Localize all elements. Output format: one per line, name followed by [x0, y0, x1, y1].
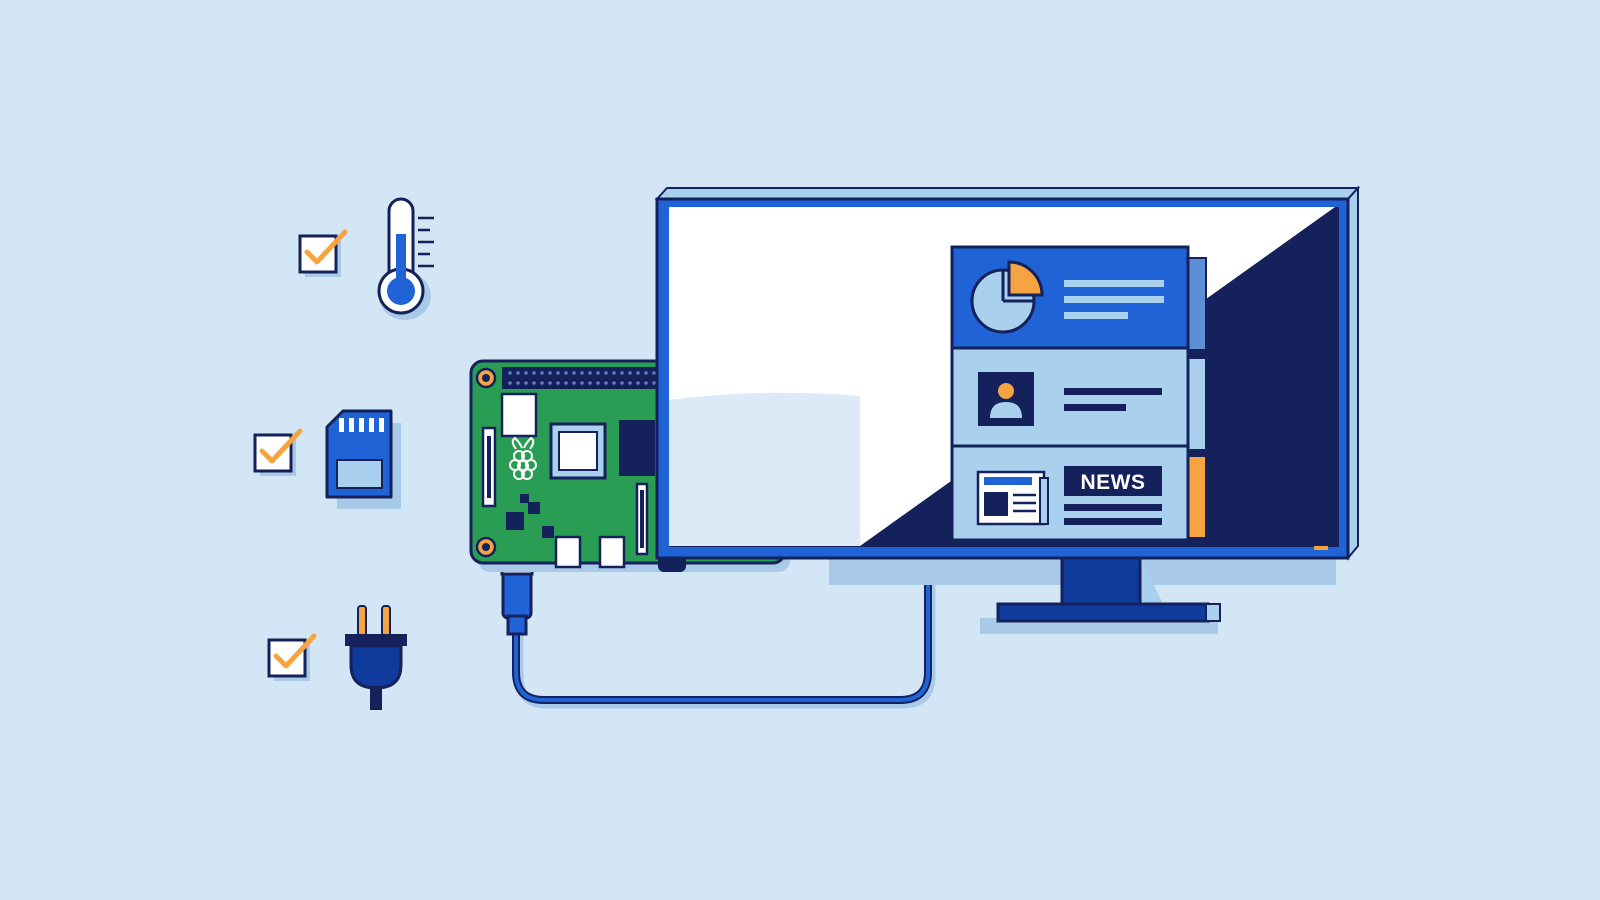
checkbox-checked[interactable]	[253, 428, 303, 476]
thermometer-icon	[377, 197, 434, 320]
micro-hdmi-ports	[554, 535, 626, 569]
checklist-item-sd-card	[253, 409, 401, 509]
dashboard-card-news: NEWS	[950, 444, 1207, 542]
dashboard-card-profile	[950, 346, 1207, 451]
checklist-item-power	[267, 605, 407, 710]
processor-chip	[549, 422, 607, 480]
power-led	[1314, 546, 1328, 550]
checkbox-checked[interactable]	[298, 229, 348, 277]
gpio-header	[502, 367, 684, 389]
raspberry-logo-icon	[509, 436, 537, 480]
sd-card-icon	[325, 409, 401, 509]
news-badge	[1064, 466, 1162, 496]
monitor-stand	[996, 554, 1221, 623]
user-profile-icon	[978, 372, 1034, 426]
newspaper-icon	[976, 470, 1049, 526]
checklist-item-temperature	[298, 197, 434, 320]
cables	[500, 542, 936, 709]
dashboard: NEWS	[950, 245, 1207, 542]
pie-chart-icon	[970, 260, 1044, 334]
monitor: NEWS	[654, 185, 1361, 634]
checklist	[253, 197, 434, 710]
dashboard-card-chart	[950, 245, 1207, 351]
power-plug-icon	[345, 605, 407, 710]
news-badge-label: NEWS	[1081, 471, 1146, 494]
checkbox-checked[interactable]	[267, 633, 317, 681]
